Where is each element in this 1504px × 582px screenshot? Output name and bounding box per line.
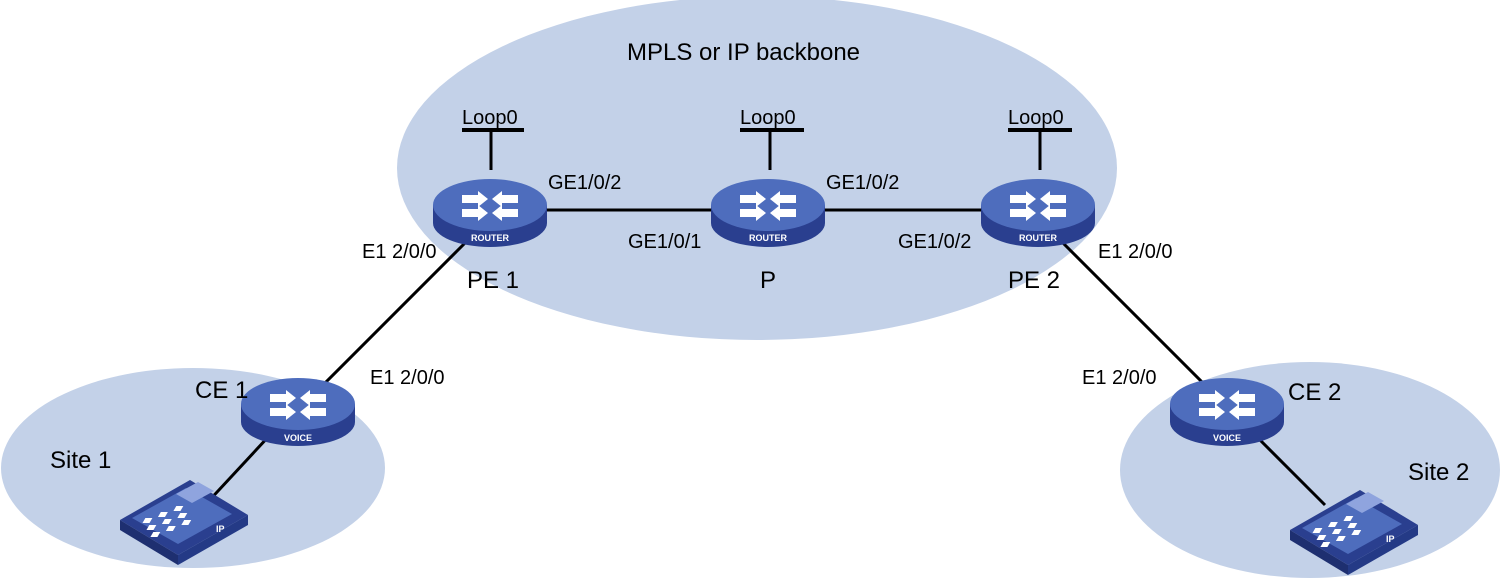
ce1-name: CE 1 bbox=[195, 377, 248, 404]
link-ce1-phone1 bbox=[203, 433, 272, 507]
link-ce2-phone2 bbox=[1253, 433, 1327, 507]
loopback-pe1 bbox=[462, 128, 524, 170]
router-badge: ROUTER bbox=[471, 233, 510, 243]
voice-router-icon[interactable]: VOICE bbox=[241, 378, 355, 446]
p-name: P bbox=[760, 267, 776, 294]
backbone-title: MPLS or IP backbone bbox=[627, 39, 860, 66]
pe2-name: PE 2 bbox=[1008, 267, 1060, 294]
iface-pe1-to-ce1: E1 2/0/0 bbox=[362, 241, 437, 263]
voice-router-icon[interactable]: VOICE bbox=[1170, 378, 1284, 446]
router-badge: ROUTER bbox=[749, 233, 788, 243]
router-icon[interactable]: ROUTER bbox=[711, 179, 825, 247]
iface-ce2-to-pe2: E1 2/0/0 bbox=[1082, 367, 1157, 389]
loopback-pe2 bbox=[1008, 128, 1072, 170]
router-badge: VOICE bbox=[284, 433, 312, 443]
iface-pe2-to-ce2: E1 2/0/0 bbox=[1098, 241, 1173, 263]
pe1-loopback-label: Loop0 bbox=[462, 107, 518, 129]
router-badge: VOICE bbox=[1213, 433, 1241, 443]
link-pe2-ce2 bbox=[1056, 236, 1210, 390]
ce2-name: CE 2 bbox=[1288, 379, 1341, 406]
iface-p-to-pe2: GE1/0/2 bbox=[826, 172, 899, 194]
router-badge: ROUTER bbox=[1019, 233, 1058, 243]
link-pe1-ce1 bbox=[318, 236, 472, 390]
phone-badge: IP bbox=[216, 524, 225, 534]
loopback-p bbox=[740, 128, 804, 170]
ip-phone-icon[interactable]: IP bbox=[1290, 490, 1418, 575]
pe2-loopback-label: Loop0 bbox=[1008, 107, 1064, 129]
iface-pe1-core: GE1/0/2 bbox=[548, 172, 621, 194]
site1-label: Site 1 bbox=[50, 447, 111, 474]
iface-ce1-to-pe1: E1 2/0/0 bbox=[370, 367, 445, 389]
ip-phone-icon[interactable]: IP bbox=[120, 480, 248, 565]
site2-label: Site 2 bbox=[1408, 459, 1469, 486]
router-icon[interactable]: ROUTER bbox=[981, 179, 1095, 247]
router-icon[interactable]: ROUTER bbox=[433, 179, 547, 247]
p-loopback-label: Loop0 bbox=[740, 107, 796, 129]
pe1-name: PE 1 bbox=[467, 267, 519, 294]
backbone-region bbox=[397, 0, 1117, 340]
iface-p-to-pe1: GE1/0/1 bbox=[628, 231, 701, 253]
phone-badge: IP bbox=[1386, 534, 1395, 544]
iface-pe2-core: GE1/0/2 bbox=[898, 231, 971, 253]
